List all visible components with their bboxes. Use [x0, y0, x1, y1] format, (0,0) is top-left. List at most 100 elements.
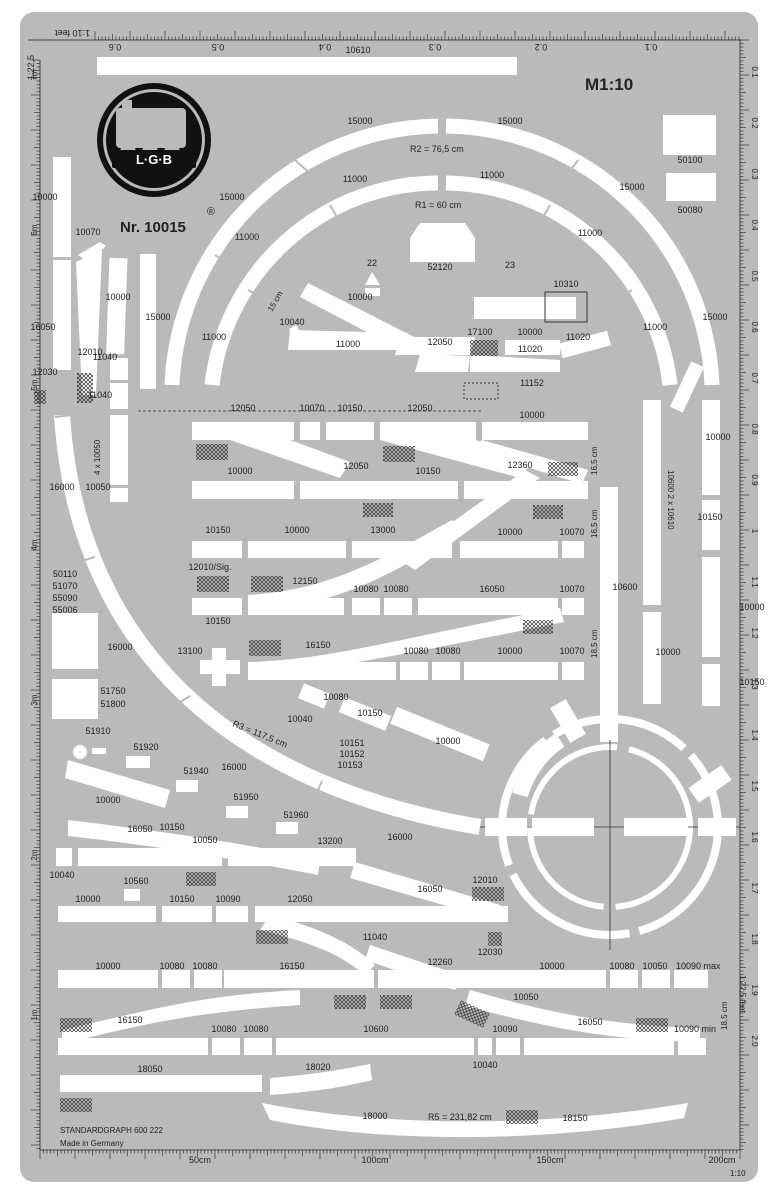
left-ruler-label: 3m	[30, 694, 39, 705]
part-label: 51960	[283, 810, 308, 820]
part-label: 17100	[467, 327, 492, 337]
turntable	[480, 699, 740, 950]
part-label: 11000	[578, 228, 602, 238]
right-ruler-label: 0.8	[750, 423, 759, 435]
part-label: 50100	[677, 155, 702, 165]
part-label: 12010	[77, 347, 102, 357]
part-label: 11020	[518, 344, 542, 354]
part-label: 22	[367, 258, 377, 268]
part-label: 10560	[123, 876, 148, 886]
part-label: 10000	[75, 894, 100, 904]
part-label: 10600	[363, 1024, 388, 1034]
part-label: 11020	[566, 332, 590, 342]
part-label: 51800	[100, 699, 125, 709]
right-ruler-label: 1.5	[750, 780, 759, 792]
part-label: 10000	[105, 292, 130, 302]
part-label: 10040	[472, 1060, 497, 1070]
part-label: 10150	[739, 677, 764, 687]
part-label: 50080	[677, 205, 702, 215]
accessory-symbols	[73, 745, 298, 901]
part-label: 12360	[507, 460, 532, 470]
right-ruler-label: 0.4	[750, 219, 759, 231]
turnout-middle	[192, 422, 588, 686]
part-label: 10080	[211, 1024, 236, 1034]
part-label: 10050	[85, 482, 110, 492]
part-label: 12030	[477, 947, 502, 957]
part-label: 18000	[362, 1111, 387, 1121]
left-ruler-label: 5m	[30, 379, 39, 390]
part-label: 16150	[279, 961, 304, 971]
part-label: 11000	[202, 332, 226, 342]
right-ruler-label: 1.4	[750, 729, 759, 741]
lgb-logo: L·G·B	[97, 83, 211, 197]
part-label: 16000	[221, 762, 246, 772]
part-label: 10090	[215, 894, 240, 904]
top-ruler-label: 0.4	[319, 42, 332, 52]
dim-165-a: 16,5 cm	[590, 446, 599, 475]
part-label: 51950	[233, 792, 258, 802]
part-label: 10310	[553, 279, 578, 289]
part-label: 10600	[612, 582, 637, 592]
part-label: 55006	[52, 605, 77, 615]
brand-text: L·G·B	[136, 152, 172, 167]
scale-title: M1:10	[585, 75, 633, 94]
part-label: 15000	[347, 116, 372, 126]
top-ruler-label: 0.1	[645, 42, 658, 52]
part-label: 50110	[53, 569, 77, 579]
part-label: 16150	[305, 640, 330, 650]
part-label: 10050	[642, 961, 667, 971]
part-label: 10090	[492, 1024, 517, 1034]
right-ruler-label: 1.9	[750, 984, 759, 996]
part-label: 16050	[577, 1017, 602, 1027]
cutout-51750	[52, 679, 98, 719]
part-label: 12010	[472, 875, 497, 885]
part-label: 10150	[159, 822, 184, 832]
part-label: 12050	[230, 403, 255, 413]
part-label: 15000	[145, 312, 170, 322]
part-label: 10070	[559, 584, 584, 594]
right-ruler-label: 0.3	[750, 168, 759, 180]
part-label: 10070	[559, 527, 584, 537]
corner-label: 1:10	[730, 1169, 746, 1178]
part-label: 10000	[519, 410, 544, 420]
part-label: 16050	[417, 884, 442, 894]
part-label: 55090	[52, 593, 77, 603]
part-label: 16000	[49, 482, 74, 492]
part-label: 11152	[520, 378, 544, 388]
right-ruler: 0.10.20.30.40.50.60.70.80.911.11.21.31.4…	[740, 39, 759, 1150]
part-label: 10000	[32, 192, 57, 202]
part-label: 10610	[345, 45, 370, 55]
curve-r1	[204, 175, 678, 386]
dim-185: 18,5 cm	[590, 629, 599, 658]
part-label: 51910	[85, 726, 110, 736]
part-label: 10000	[95, 795, 120, 805]
cutout-10310	[474, 297, 576, 319]
part-label: 10050	[192, 835, 217, 845]
part-label: 11040	[88, 390, 112, 400]
part-label: 11000	[343, 174, 367, 184]
cutout-50110	[52, 613, 98, 669]
part-label: 13000	[370, 525, 395, 535]
part-label: 10000	[347, 292, 372, 302]
part-label: 13100	[177, 646, 202, 656]
part-label: 10040	[287, 714, 312, 724]
part-label: 10000	[705, 432, 730, 442]
origin-label: Made in Germany	[60, 1139, 124, 1148]
part-label: 10070	[75, 227, 100, 237]
part-label: 10000	[539, 961, 564, 971]
part-label: 10070	[559, 646, 584, 656]
part-label: 10040	[279, 317, 304, 327]
top-ruler-label: 0.5	[212, 42, 225, 52]
right-ruler-label: 1	[750, 529, 759, 534]
part-label: 10000	[497, 646, 522, 656]
right-strips	[600, 361, 720, 742]
part-label: 10153	[337, 760, 362, 770]
part-label: 15000	[219, 192, 244, 202]
part-label: 11000	[235, 232, 259, 242]
part-label: 51750	[100, 686, 125, 696]
right-ruler-label: 0.1	[750, 66, 759, 78]
part-label: 18020	[305, 1062, 330, 1072]
part-label: 10080	[159, 961, 184, 971]
